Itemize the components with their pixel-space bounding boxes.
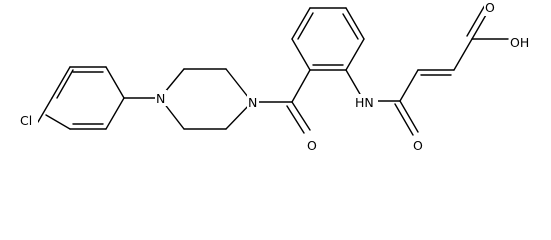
bond (286, 105, 305, 134)
bond (466, 4, 486, 37)
bond (45, 114, 71, 130)
chemical-structure: Cl N N O HN O O OH (19, 0, 535, 153)
atom-label-cl: Cl (20, 113, 32, 128)
bond (56, 69, 74, 99)
bond (291, 7, 311, 40)
atom-label-o2: O (413, 138, 423, 153)
bond (453, 38, 473, 71)
bond (399, 100, 419, 133)
bond (291, 38, 311, 71)
bond (105, 66, 125, 99)
bond (342, 13, 359, 40)
atom-label-nh: HN (355, 95, 374, 110)
bond (291, 69, 311, 103)
bond (345, 7, 365, 40)
atom-label-n2: N (248, 95, 257, 110)
bond (105, 97, 125, 130)
bond (291, 101, 311, 131)
atom-label-layer: Cl N N O HN O O OH (19, 0, 535, 153)
atom-label-n1: N (156, 91, 165, 106)
bond-layer (37, 4, 509, 136)
atom-label-o1: O (307, 138, 317, 153)
bond (37, 97, 53, 123)
bond (399, 69, 419, 102)
atom-label-oh: OH (510, 35, 529, 50)
bond (394, 103, 414, 136)
bond (51, 66, 71, 99)
atom-label-o3: O (485, 0, 495, 15)
bond (297, 12, 314, 40)
bond (345, 38, 365, 71)
